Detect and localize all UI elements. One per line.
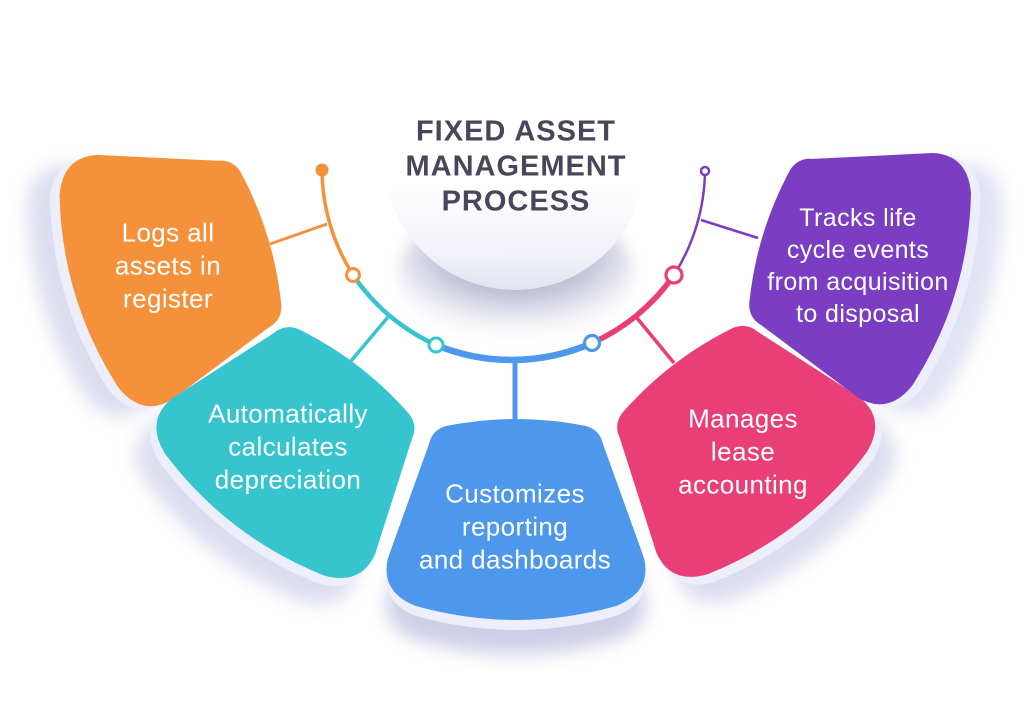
arc-segment-orange — [320, 169, 355, 276]
end-dot-purple — [699, 165, 711, 177]
node-orange — [345, 267, 361, 283]
branch-pink — [635, 316, 676, 365]
end-dot-orange — [315, 163, 329, 177]
node-teal — [427, 336, 445, 354]
center-title: FIXED ASSET MANAGEMENT PROCESS — [405, 115, 627, 218]
arc-segment-pink — [590, 273, 677, 346]
ring-nodes — [315, 163, 711, 354]
arc-segment-purple — [672, 170, 707, 276]
connector-ring — [269, 169, 759, 430]
arc-segment-teal — [351, 273, 437, 348]
node-pink — [664, 265, 684, 285]
center-circle — [385, 30, 645, 290]
branch-teal — [349, 315, 390, 363]
petal-label-log-assets: Logs all assets in register — [114, 217, 222, 314]
node-blue — [582, 333, 602, 353]
arc-segment-blue — [434, 340, 594, 364]
petal-label-reporting: Customizes reporting and dashboards — [418, 478, 612, 575]
petal-label-lease: Manages lease accounting — [678, 403, 808, 500]
petal-label-lifecycle: Tracks life cycle events from acquisitio… — [767, 204, 949, 328]
petal-label-depreciation: Automatically calculates depreciation — [208, 398, 368, 495]
branch-orange — [269, 222, 328, 246]
branch-purple — [700, 218, 759, 240]
